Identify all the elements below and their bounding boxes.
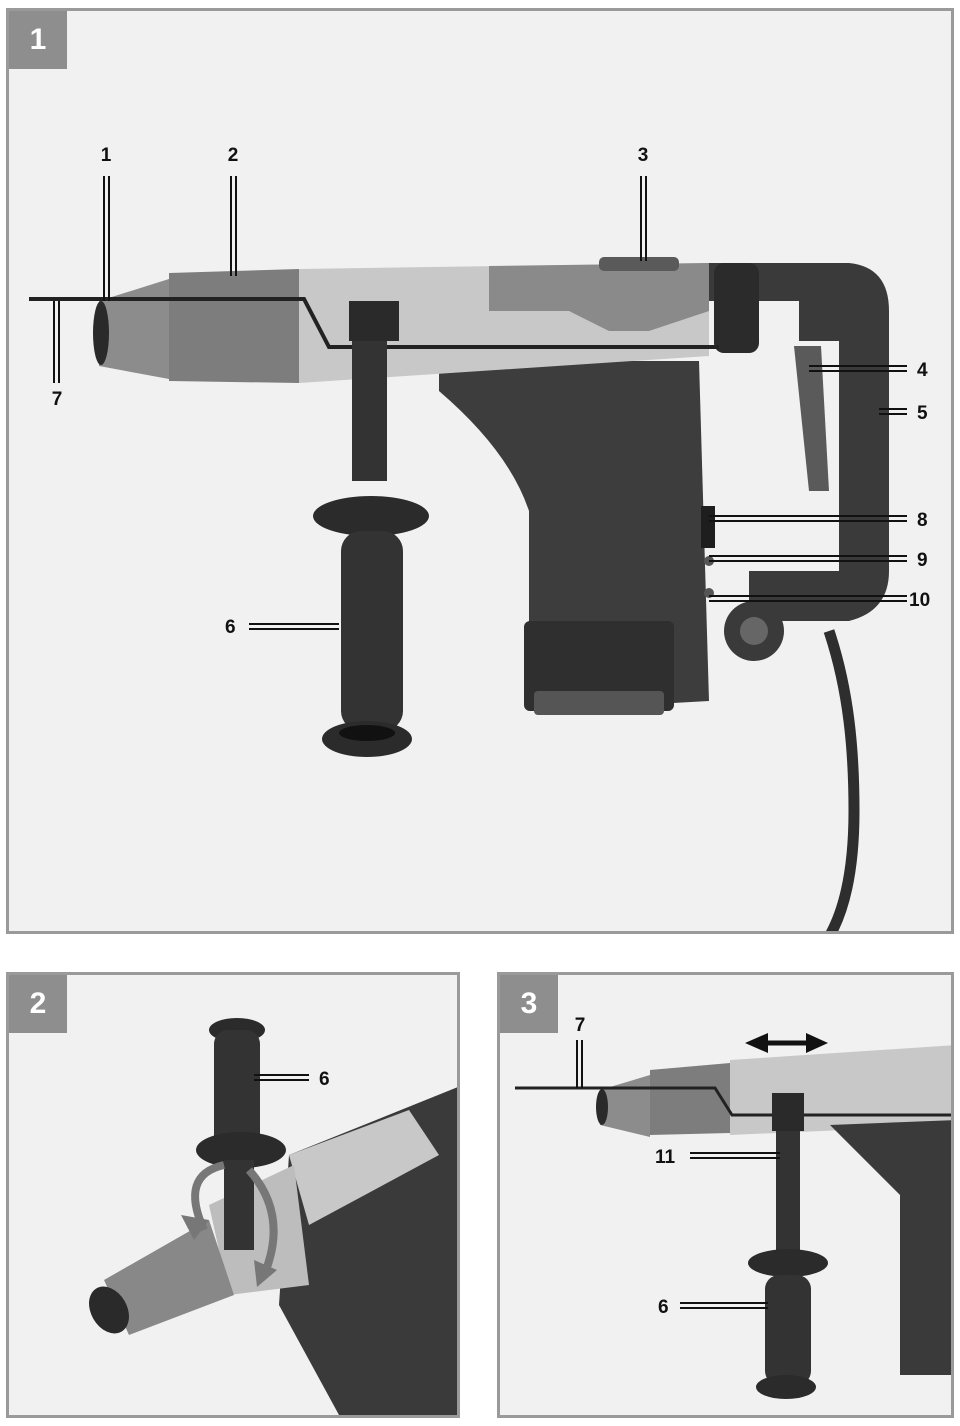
trigger-switch	[794, 346, 829, 491]
aux-handle-end	[756, 1375, 816, 1399]
aux-handle-arm	[352, 341, 387, 481]
callout-1: 1	[101, 145, 112, 166]
figure-2-panel: 2 6	[6, 972, 460, 1418]
aux-handle-grip	[341, 531, 403, 731]
aux-handle-clamp	[349, 301, 399, 341]
rotation-arrow-right	[245, 1167, 278, 1277]
figure-3-panel: 3 7 11 6	[497, 972, 954, 1418]
aux-handle-guard	[748, 1249, 828, 1277]
callout-11: 11	[655, 1147, 676, 1168]
figure-3-drawing: 7 11 6	[515, 1015, 951, 1399]
callout-5: 5	[917, 403, 928, 424]
aux-handle-guard	[313, 496, 429, 536]
depth-stop-rod	[29, 297, 719, 349]
figure-1-drawing: 1 2 3 4 5 6 7 8 9 10	[29, 145, 930, 931]
figure-2-drawing: 6	[89, 1018, 457, 1415]
chuck	[104, 1220, 234, 1335]
figure-1-panel: 1	[6, 8, 954, 934]
aux-handle-arm	[776, 1131, 800, 1251]
top-button	[599, 257, 679, 271]
callout-3: 3	[638, 145, 649, 166]
callout-7: 7	[52, 389, 63, 410]
mode-switch	[701, 506, 715, 548]
rear-handle	[709, 263, 889, 621]
callout-9: 9	[917, 550, 928, 571]
callout-6: 6	[319, 1069, 330, 1090]
motor-base	[524, 621, 674, 711]
callout-6: 6	[225, 617, 236, 638]
aux-handle-guard	[196, 1132, 286, 1168]
motor-housing	[830, 1120, 951, 1375]
chuck	[600, 1075, 650, 1137]
power-cord	[823, 629, 860, 931]
callout-4: 4	[917, 360, 928, 381]
callout-2: 2	[228, 145, 239, 166]
callout-6: 6	[658, 1297, 669, 1318]
front-collar	[650, 1063, 730, 1135]
aux-handle-grip	[214, 1030, 260, 1150]
aux-handle-grip	[765, 1275, 811, 1385]
callout-7: 7	[575, 1015, 586, 1036]
figure-2-badge: 2	[9, 975, 67, 1033]
callout-10: 10	[909, 590, 930, 611]
chuck	[99, 279, 169, 379]
figure-3-badge: 3	[500, 975, 558, 1033]
depth-stop-rod	[515, 1086, 951, 1117]
callout-8: 8	[917, 510, 928, 531]
aux-handle-clamp	[772, 1093, 804, 1131]
front-collar	[169, 269, 299, 383]
figure-1-badge: 1	[9, 11, 67, 69]
